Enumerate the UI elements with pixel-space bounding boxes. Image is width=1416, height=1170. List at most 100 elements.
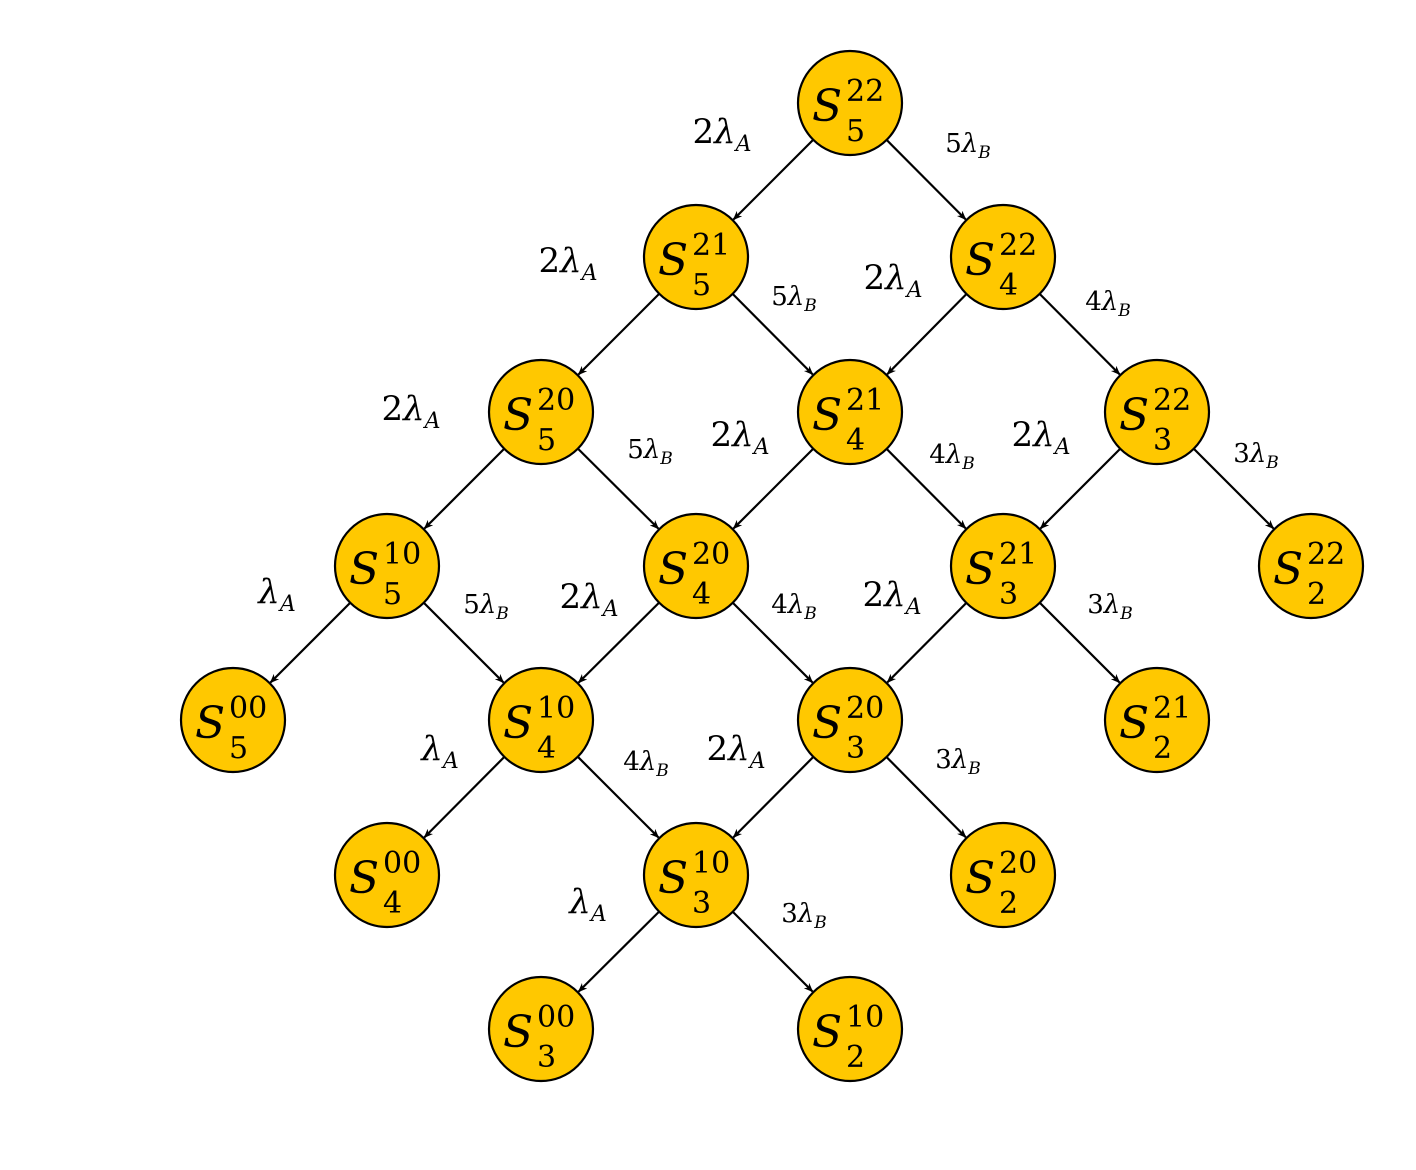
rate-label: 2λA [1011, 415, 1070, 460]
state-superscript: 20 [846, 691, 884, 726]
transition-arrow [576, 755, 660, 839]
transition-arrow [1192, 447, 1275, 530]
rate-label: 5λB [771, 282, 817, 316]
rate-symbol: λ [787, 590, 804, 620]
rate-label: 2λA [559, 577, 618, 622]
state-subscript: 2 [1307, 577, 1326, 612]
rate-subscript: A [752, 435, 770, 460]
rate-subscript: B [655, 761, 669, 781]
state-symbol: S [349, 853, 379, 904]
state-subscript: 3 [999, 577, 1018, 612]
rate-coefficient: 5 [463, 590, 480, 620]
state-superscript: 00 [229, 691, 267, 726]
rate-label: 4λB [929, 440, 975, 474]
rate-subscript: B [1117, 301, 1131, 321]
transition-arrow [422, 601, 505, 684]
transition-arrow [732, 447, 815, 530]
rate-symbol: λ [1103, 590, 1120, 620]
rate-label: 3λB [1233, 439, 1279, 473]
state-superscript: 22 [1307, 537, 1345, 572]
rate-symbol: λ [1249, 439, 1266, 469]
state-subscript: 5 [229, 731, 248, 766]
transition-arrow [423, 447, 506, 530]
rate-symbol: λ [945, 440, 962, 470]
state-subscript: 4 [846, 423, 865, 458]
state-subscript: 2 [999, 886, 1018, 921]
rate-symbol: λ [643, 435, 660, 465]
state-subscript: 5 [383, 577, 402, 612]
state-symbol: S [195, 698, 225, 749]
rate-coefficient: 2 [706, 729, 728, 769]
state-superscript: 00 [537, 1000, 575, 1035]
rate-label: 3λB [781, 899, 827, 933]
rate-symbol: λ [567, 882, 591, 922]
state-symbol: S [503, 698, 533, 749]
rate-coefficient: 3 [1233, 439, 1250, 469]
rate-subscript: B [659, 449, 673, 469]
state-subscript: 3 [537, 1040, 556, 1075]
transition-arrow [1038, 601, 1121, 684]
transition-arrow [577, 601, 660, 684]
state-superscript: 00 [383, 846, 421, 881]
rate-label: 2λA [692, 112, 751, 157]
state-subscript: 5 [692, 268, 711, 303]
state-subscript: 2 [846, 1040, 865, 1075]
state-subscript: 2 [1153, 731, 1172, 766]
state-superscript: 22 [846, 74, 884, 109]
transition-arrow [886, 602, 968, 684]
state-symbol: S [503, 1007, 533, 1058]
rate-label: 3λB [935, 745, 981, 779]
state-superscript: 20 [692, 537, 730, 572]
rate-subscript: A [601, 597, 619, 622]
state-symbol: S [349, 544, 379, 595]
state-subscript: 3 [692, 886, 711, 921]
rate-subscript: B [977, 143, 991, 163]
state-subscript: 4 [692, 577, 711, 612]
rate-symbol: λ [419, 729, 443, 769]
state-superscript: 10 [846, 1000, 884, 1035]
state-symbol: S [503, 390, 533, 441]
rate-symbol: λ [579, 577, 603, 617]
state-superscript: 10 [383, 537, 421, 572]
rate-symbol: λ [639, 747, 656, 777]
rate-label: λA [419, 729, 458, 774]
rate-symbol: λ [401, 389, 425, 429]
rate-label: 4λB [771, 590, 817, 624]
state-symbol: S [658, 544, 688, 595]
rate-subscript: B [803, 296, 817, 316]
rate-coefficient: 5 [627, 435, 644, 465]
rate-coefficient: 3 [1087, 590, 1104, 620]
state-symbol: S [1119, 698, 1149, 749]
state-symbol: S [1119, 390, 1149, 441]
transition-arrow [577, 910, 660, 993]
rate-coefficient: 4 [1085, 287, 1102, 317]
rate-coefficient: 2 [710, 415, 732, 455]
rate-label: 4λB [1085, 287, 1131, 321]
state-symbol: S [965, 235, 995, 286]
rate-symbol: λ [961, 129, 978, 159]
state-subscript: 5 [537, 423, 556, 458]
state-subscript: 4 [537, 731, 556, 766]
rate-symbol: λ [479, 590, 496, 620]
rate-coefficient: 2 [538, 241, 560, 281]
rate-subscript: A [905, 278, 923, 303]
state-subscript: 3 [846, 731, 865, 766]
rate-subscript: A [580, 261, 598, 286]
rate-symbol: λ [882, 575, 906, 615]
rate-coefficient: 3 [935, 745, 952, 775]
rate-symbol: λ [712, 112, 736, 152]
edges [269, 138, 1275, 993]
rate-label: 4λB [623, 747, 669, 781]
rate-subscript: B [495, 604, 509, 624]
